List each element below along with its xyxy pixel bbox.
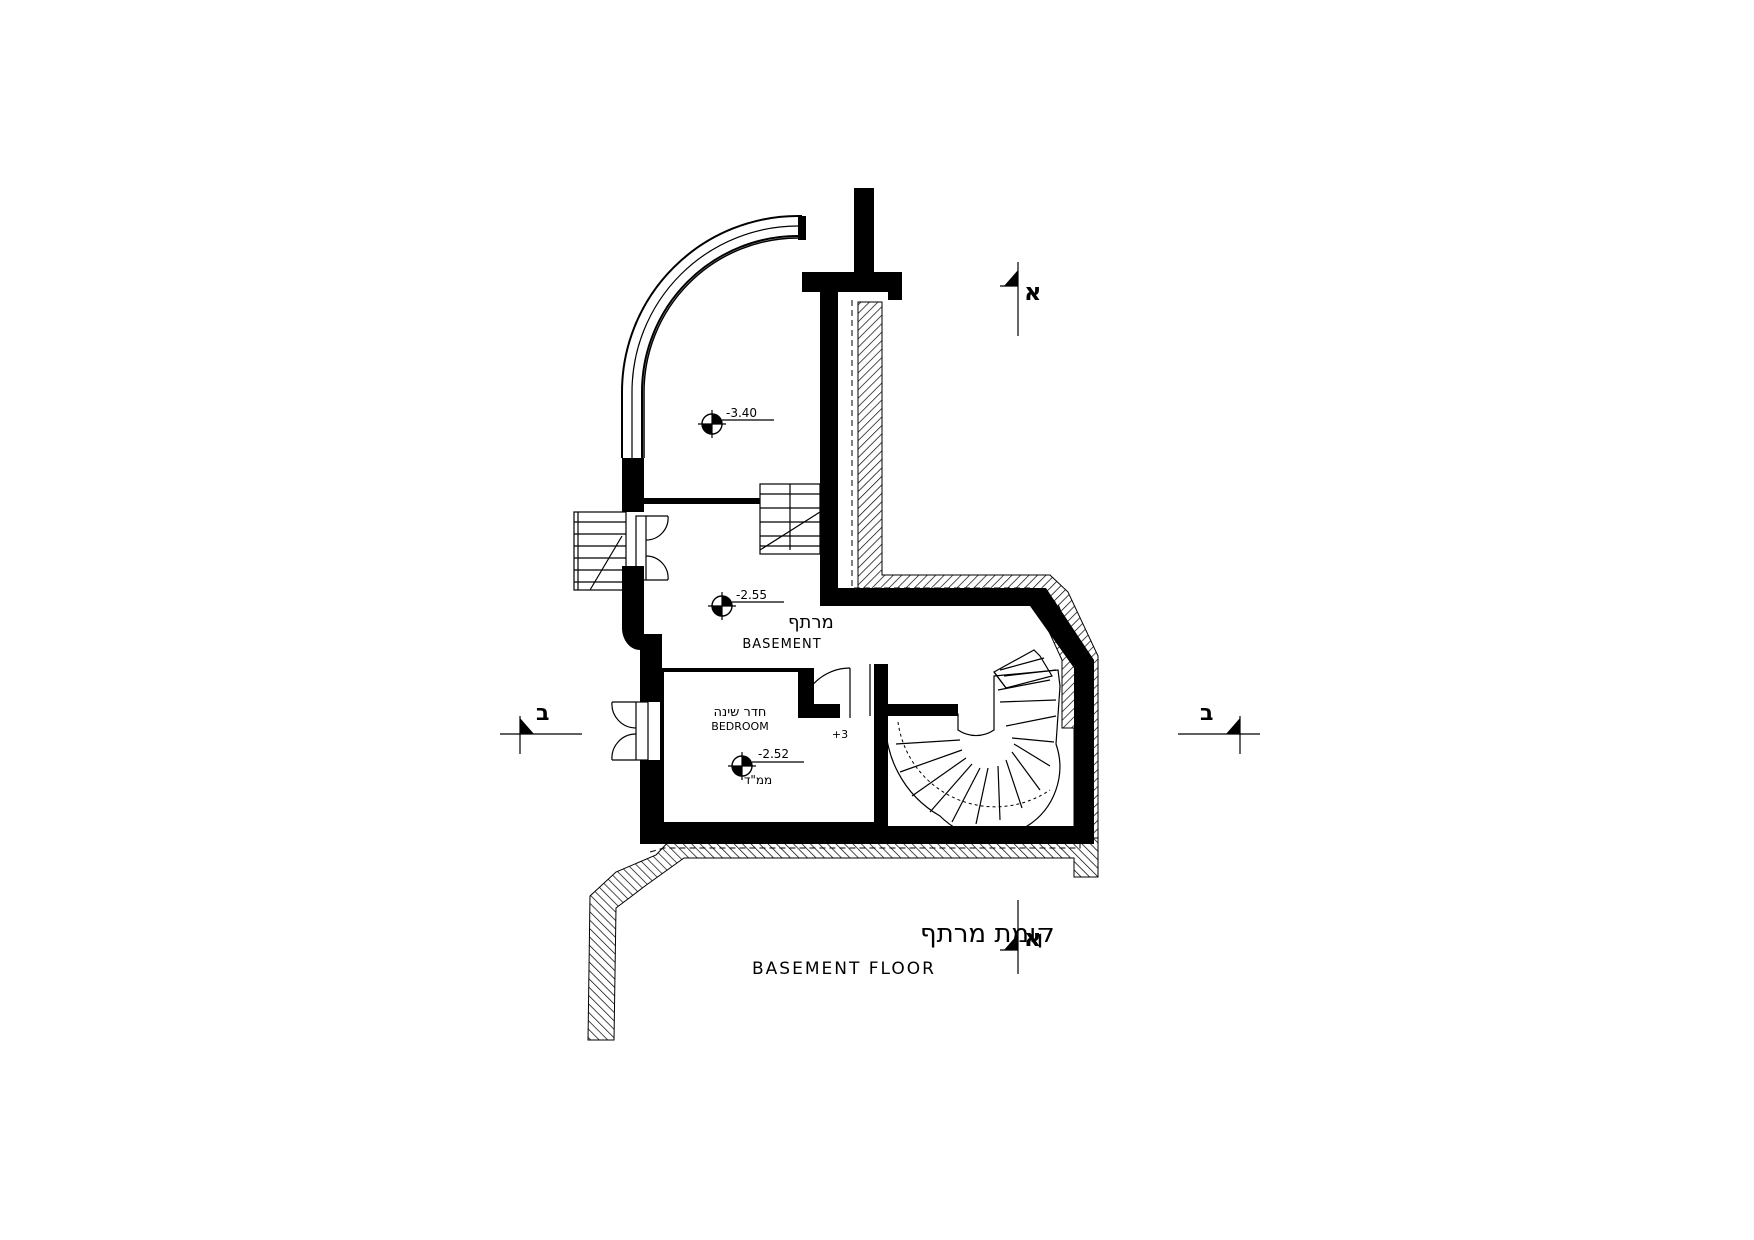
section-b-right-label: ב: [1200, 701, 1213, 726]
section-mark-b-left: ב: [500, 701, 582, 754]
drawing-title-hebrew: קומת מרתף: [920, 919, 1055, 949]
bedroom-note-hebrew: ממ"ד: [744, 773, 772, 787]
spiral-stair: [885, 649, 1061, 838]
section-mark-a-top: א: [1000, 262, 1041, 336]
door-west-upper: [635, 515, 669, 581]
level-text-bedroom: -2.52: [758, 747, 789, 761]
bedroom-label-english: BEDROOM: [711, 720, 768, 733]
section-mark-b-right: ב: [1178, 701, 1260, 754]
door-bedroom: [799, 667, 851, 719]
stair-external-west: [573, 511, 627, 591]
door-step-label: +3: [832, 728, 848, 741]
door-bedroom-west: [611, 701, 649, 761]
level-marker-bedroom: -2.52: [728, 747, 804, 780]
curved-window: [621, 215, 806, 458]
level-text-basement: -2.55: [736, 588, 767, 602]
level-marker-upper: -3.40: [698, 406, 774, 438]
level-marker-basement: -2.55: [708, 588, 784, 620]
stair-internal-short: [759, 483, 821, 555]
basement-label-english: BASEMENT: [742, 637, 821, 652]
bedroom-label-hebrew: חדר שינה: [714, 705, 767, 720]
section-mark-a-bottom: א: [1000, 900, 1041, 974]
level-text-upper: -3.40: [726, 406, 757, 420]
section-a-bottom-label: א: [1024, 924, 1041, 952]
section-a-top-label: א: [1024, 278, 1041, 306]
basement-label-hebrew: מרתף: [788, 612, 834, 633]
soil-hatch-south: [587, 837, 1099, 1041]
walls: [622, 188, 1094, 844]
drawing-title-english: BASEMENT FLOOR: [752, 959, 936, 979]
section-b-left-label: ב: [536, 701, 549, 726]
